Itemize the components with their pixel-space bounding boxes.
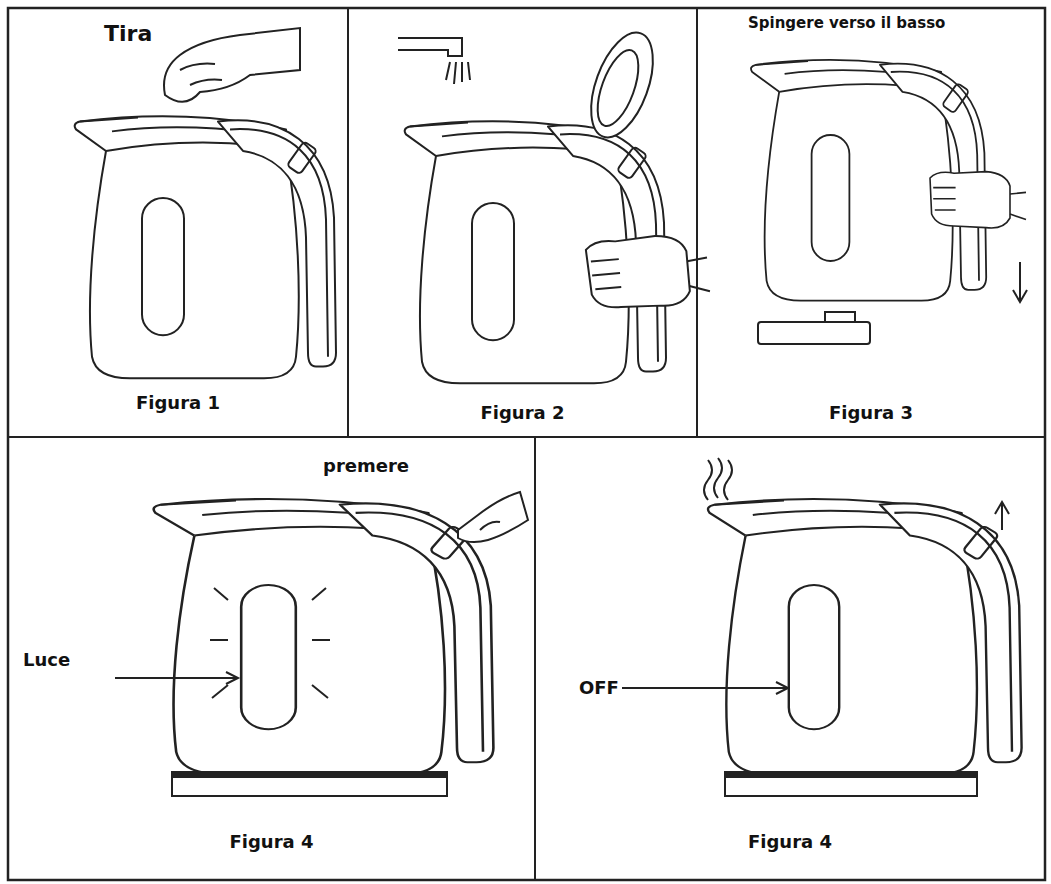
faucet: [398, 38, 470, 84]
step-label: Spingere verso il basso: [748, 15, 945, 32]
figure-panel: TiraFigura 1: [8, 8, 348, 437]
open-lid: [579, 24, 665, 145]
kettle-base: [758, 312, 870, 344]
hand: [164, 28, 300, 102]
figure-caption: Figura 1: [9, 393, 347, 414]
figure-caption: Figura 4: [536, 832, 1044, 853]
step-label: premere: [323, 456, 409, 477]
leader-arrow: [622, 682, 788, 694]
callout-label: OFF: [579, 678, 619, 699]
up-arrow: [995, 502, 1009, 530]
light-rays: [210, 588, 330, 698]
hand: [585, 232, 711, 313]
kettle-base: [725, 772, 977, 796]
down-arrow: [1013, 262, 1027, 302]
figure-panel: Figura 2: [348, 8, 697, 437]
figure-caption: Figura 4: [9, 832, 534, 853]
figure-caption: Figura 3: [698, 403, 1044, 424]
kettle: [708, 499, 1022, 774]
step-label: Tira: [104, 21, 152, 46]
kettle: [154, 499, 494, 774]
figure-panel: OFF Figura 4: [535, 437, 1045, 880]
hand: [930, 172, 1026, 228]
figure-panel: premereLuceFigura 4: [8, 437, 535, 880]
kettle-base: [172, 772, 447, 796]
callout-label: Luce: [23, 650, 70, 671]
kettle: [75, 116, 336, 378]
steam: [704, 458, 732, 500]
figure-panel: Spingere verso il bassoFigura 3: [697, 8, 1045, 437]
hand: [458, 492, 528, 542]
figure-caption: Figura 2: [349, 403, 696, 424]
leader-arrow: [115, 672, 238, 684]
